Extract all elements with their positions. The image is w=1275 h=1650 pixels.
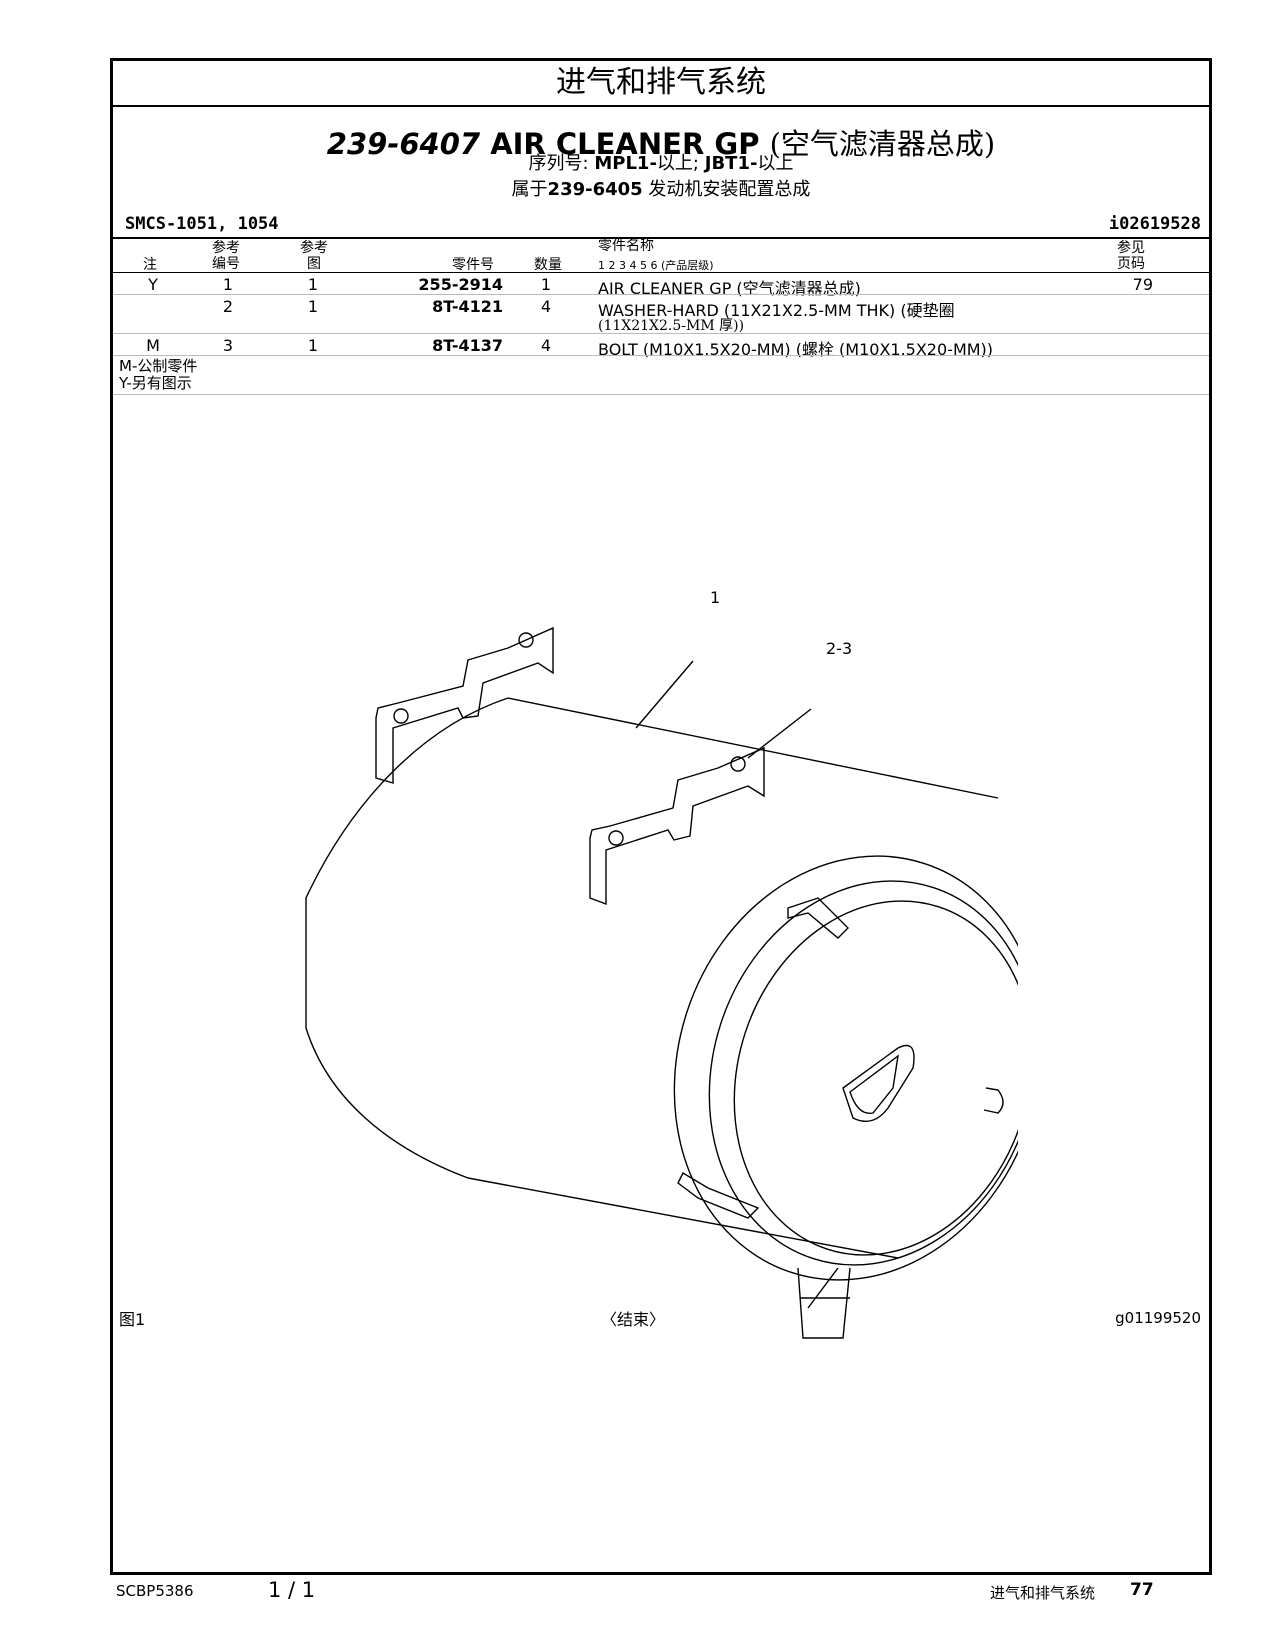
bolt-head: [608, 830, 624, 846]
serial-label: 序列号:: [528, 153, 589, 174]
smcs-codes: SMCS-1051, 1054: [125, 214, 279, 234]
body-bottom-edge: [467, 1177, 899, 1259]
end-cap-inner: [708, 880, 1018, 1266]
row3-qty: 4: [540, 336, 552, 355]
bracket-rear: [375, 626, 554, 784]
header-ref-figure: 参考 图: [300, 240, 328, 272]
serial-line: 序列号: MPL1-以上; JBT1-以上: [113, 149, 1209, 175]
bolt-head: [518, 632, 534, 648]
cap-handle: [842, 1044, 915, 1122]
row1-qty: 1: [540, 275, 552, 294]
title-part-name-cn: (空气滤清器总成): [769, 127, 996, 161]
document-id: i02619528: [1108, 214, 1201, 234]
cap-handle-inner: [849, 1054, 899, 1115]
row3-note: M: [146, 336, 160, 355]
cap-clamp-top: [787, 897, 849, 939]
dust-valve-line: [807, 1267, 839, 1309]
row1-part-name: AIR CLEANER GP (空气滤清器总成): [598, 279, 861, 298]
row-divider: [113, 333, 1209, 334]
row1-part-number[interactable]: 255-2914: [418, 275, 503, 294]
serial-range-2-cn: 以上: [757, 153, 794, 174]
graphic-id: g01199520: [1115, 1309, 1201, 1327]
serial-range-1: MPL1-: [594, 153, 657, 174]
bolt-head: [393, 708, 409, 724]
header-levels: 1 2 3 4 5 6 (产品层级): [598, 259, 714, 272]
air-cleaner-illustration: [305, 626, 1018, 1339]
belongs-line: 属于239-6405 发动机安装配置总成: [113, 175, 1209, 201]
section-title: 进气和排气系统: [113, 61, 1209, 107]
cap-clamp-bottom: [677, 1172, 760, 1219]
header-note: 注: [143, 257, 157, 273]
header-part-name: 零件名称: [598, 238, 654, 254]
belongs-part-number[interactable]: 239-6405: [547, 179, 643, 200]
callout-2-3: 2-3: [826, 639, 853, 658]
row3-part-name: BOLT (M10X1.5X20-MM) (螺栓 (M10X1.5X20-MM)…: [598, 340, 994, 359]
row1-note: Y: [148, 275, 158, 294]
end-cap-face: [733, 900, 1018, 1256]
body-top-edge: [507, 697, 999, 799]
title-part-name: AIR CLEANER GP: [490, 127, 760, 161]
table-top-rule: [113, 237, 1209, 239]
leader-line-1: [635, 660, 694, 729]
row1-ref: 1: [222, 275, 234, 294]
callout-1: 1: [710, 588, 721, 607]
serial-range-2: JBT1-: [704, 153, 758, 174]
row2-part-number[interactable]: 8T-4121: [432, 297, 503, 316]
row3-fig: 1: [307, 336, 319, 355]
main-title: 239-6407 AIR CLEANER GP (空气滤清器总成): [113, 121, 1209, 163]
title-part-number: 239-6407: [326, 127, 481, 161]
footer-section: 进气和排气系统: [990, 1584, 1096, 1602]
row3-ref: 3: [222, 336, 234, 355]
bracket-front: [589, 746, 765, 906]
belongs-prefix: 属于: [511, 179, 548, 200]
row2-part-name: WASHER-HARD (11X21X2.5-MM THK) (硬垫圈: [598, 301, 955, 320]
header-see-page: 参见 页码: [1117, 240, 1145, 272]
legend-metric: M-公制零件: [119, 357, 198, 375]
end-cap-outer: [673, 855, 1018, 1281]
row2-fig: 1: [307, 297, 319, 316]
dust-valve: [797, 1267, 851, 1339]
row-divider: [113, 294, 1209, 295]
header-ref-number: 参考 编号: [212, 240, 240, 272]
page-frame: 进气和排气系统 239-6407 AIR CLEANER GP (空气滤清器总成…: [110, 58, 1212, 1575]
bolt-head: [730, 756, 746, 772]
footer-page-number: 77: [1130, 1580, 1154, 1600]
leader-line-2: [747, 708, 812, 759]
row3-part-number[interactable]: 8T-4137: [432, 336, 503, 355]
row-divider: [113, 355, 1209, 356]
row1-fig: 1: [307, 275, 319, 294]
row2-qty: 4: [540, 297, 552, 316]
serial-range-1-cn: 以上;: [656, 153, 700, 174]
footer-page-count: 1 / 1: [268, 1578, 316, 1602]
legend-illustrated: Y-另有图示: [119, 374, 192, 392]
side-stub: [983, 1087, 1004, 1114]
end-marker: 〈结束〉: [601, 1310, 666, 1329]
row2-part-name-cont: (11X21X2.5-MM 厚)): [598, 318, 745, 334]
figure-label: 图1: [119, 1310, 146, 1329]
belongs-text: 发动机安装配置总成: [642, 179, 811, 200]
footer-doc-number: SCBP5386: [116, 1582, 194, 1600]
body-left-end: [305, 697, 509, 1179]
legend-rule: [113, 394, 1209, 395]
row2-ref: 2: [222, 297, 234, 316]
row1-see-page[interactable]: 79: [1132, 275, 1153, 294]
header-quantity: 数量: [534, 257, 562, 273]
header-rule: [113, 272, 1209, 273]
header-part-number: 零件号: [452, 257, 494, 273]
